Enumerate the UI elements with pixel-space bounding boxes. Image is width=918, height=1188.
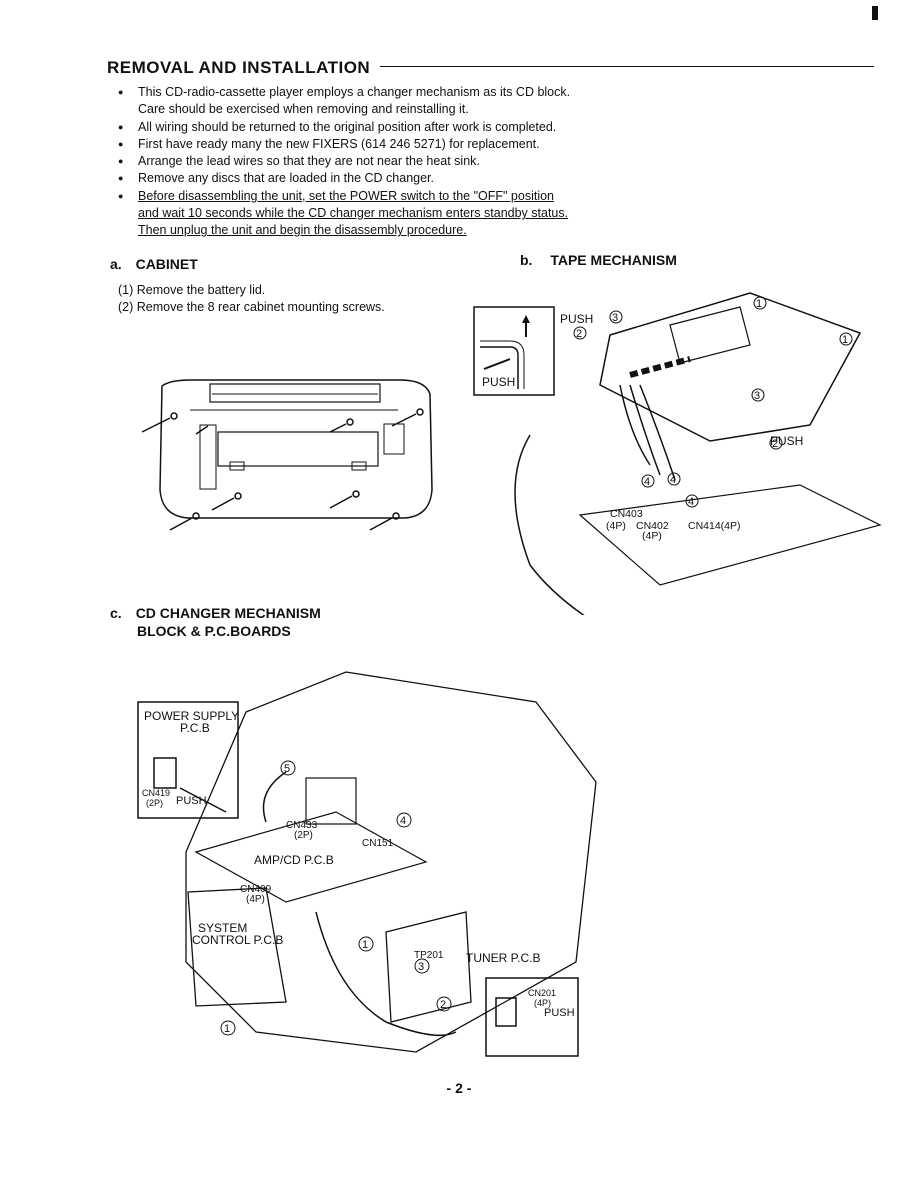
push-label: PUSH <box>544 1007 575 1019</box>
cn419-pins: (2P) <box>146 798 163 808</box>
step-5-marker: 5 <box>284 763 290 775</box>
cn201-inset-box <box>485 977 579 1057</box>
bullet-text-cont: Then unplug the unit and begin the disas… <box>138 223 467 238</box>
section-b-heading: b. TAPE MECHANISM <box>520 252 677 268</box>
psu-label: POWER SUPPLY <box>144 709 239 723</box>
cn402-pins: (4P) <box>642 530 662 542</box>
section-a-steps: (1) Remove the battery lid. (2) Remove t… <box>118 282 385 316</box>
step-3-marker: 3 <box>418 961 424 973</box>
bullet-item: Before disassembling the unit, set the P… <box>118 188 638 206</box>
cd-changer-diagram: POWER SUPPLY P.C.B CN419 (2P) PUSH CN201… <box>137 671 597 1057</box>
step-4-marker: 4 <box>400 815 406 827</box>
cn151-label: CN151 <box>362 838 394 849</box>
amp-pcb-label: AMP/CD P.C.B <box>254 853 334 867</box>
corner-mark <box>872 6 878 20</box>
bullet-item: Remove any discs that are loaded in the … <box>118 170 638 188</box>
cn414-label: CN414(4P) <box>688 520 741 532</box>
section-title-cont: BLOCK & P.C.BOARDS <box>137 623 291 639</box>
cn402-label: CN402 <box>636 520 669 532</box>
step-2-marker: 2 <box>576 328 582 340</box>
step-1-marker: 1 <box>224 1023 230 1035</box>
section-title: CABINET <box>135 256 198 272</box>
push-inset-box <box>473 306 555 396</box>
cabinet-rear-diagram <box>141 379 433 531</box>
intro-bullets: This CD-radio-cassette player employs a … <box>118 84 638 240</box>
bullet-text-cont: Care should be exercised when removing a… <box>138 102 469 117</box>
page-title: REMOVAL AND INSTALLATION <box>107 58 371 77</box>
bullet-text: Arrange the lead wires so that they are … <box>138 154 480 169</box>
cn419-label: CN419 <box>142 788 170 798</box>
cn433-label: CN433 <box>286 820 318 831</box>
cn409-label: CN409 <box>240 884 272 895</box>
step-1-marker: 1 <box>756 298 762 310</box>
step-4-marker: 4 <box>670 474 676 486</box>
bullet-item: Arrange the lead wires so that they are … <box>118 153 638 171</box>
psu-label-cont: P.C.B <box>180 721 210 735</box>
step-2: (2) Remove the 8 rear cabinet mounting s… <box>118 300 385 314</box>
cn201-label: CN201 <box>528 988 556 998</box>
bullet-text: All wiring should be returned to the ori… <box>138 119 557 134</box>
cn409-pins: (4P) <box>246 894 265 905</box>
system-control-label: SYSTEM <box>198 921 247 935</box>
step-2-marker: 2 <box>440 999 446 1011</box>
step-1-marker: 1 <box>842 334 848 346</box>
bullet-text: First have ready many the new FIXERS (61… <box>138 136 540 151</box>
section-label: c. <box>110 605 122 621</box>
step-3-marker: 3 <box>754 390 760 402</box>
cn403-pins: (4P) <box>606 520 626 532</box>
step-1: (1) Remove the battery lid. <box>118 283 266 297</box>
section-title: CD CHANGER MECHANISM <box>135 605 321 621</box>
push-label: PUSH <box>176 795 207 807</box>
bullet-item: All wiring should be returned to the ori… <box>118 119 638 137</box>
psu-inset-box <box>137 701 239 819</box>
cn433-pins: (2P) <box>294 830 313 841</box>
tuner-pcb-label: TUNER P.C.B <box>466 951 540 965</box>
bullet-item: First have ready many the new FIXERS (61… <box>118 136 638 154</box>
section-title: TAPE MECHANISM <box>550 252 677 268</box>
bullet-item: This CD-radio-cassette player employs a … <box>118 84 638 102</box>
bullet-text: This CD-radio-cassette player employs a … <box>138 85 571 99</box>
bullet-text: Remove any discs that are loaded in the … <box>138 171 435 186</box>
bullet-text-cont: and wait 10 seconds while the CD changer… <box>138 206 569 221</box>
step-2-marker: 2 <box>772 438 778 450</box>
inset-push-label: PUSH <box>482 375 515 389</box>
tp201-label: TP201 <box>414 950 444 961</box>
cn201-pins: (4P) <box>534 998 551 1008</box>
step-1-marker: 1 <box>362 939 368 951</box>
step-3-marker: 3 <box>612 312 618 324</box>
system-control-label-cont: CONTROL P.C.B <box>192 933 283 947</box>
section-label: b. <box>520 252 533 268</box>
step-4-marker: 4 <box>688 496 694 508</box>
page-number: - 2 - <box>446 1080 472 1096</box>
section-a-heading: a. CABINET <box>110 256 198 272</box>
bullet-text: Before disassembling the unit, set the P… <box>138 188 554 203</box>
section-label: a. <box>110 256 122 272</box>
section-c-heading: c. CD CHANGER MECHANISM BLOCK & P.C.BOARD… <box>110 604 321 640</box>
cn403-label: CN403 <box>610 508 643 520</box>
tape-mechanism-diagram: PUSH PUSH PUSH 1 1 2 2 3 3 4 4 4 CN403 (… <box>473 292 882 615</box>
push-label: PUSH <box>560 312 593 326</box>
title-rule <box>380 66 874 67</box>
step-4-marker: 4 <box>644 476 650 488</box>
